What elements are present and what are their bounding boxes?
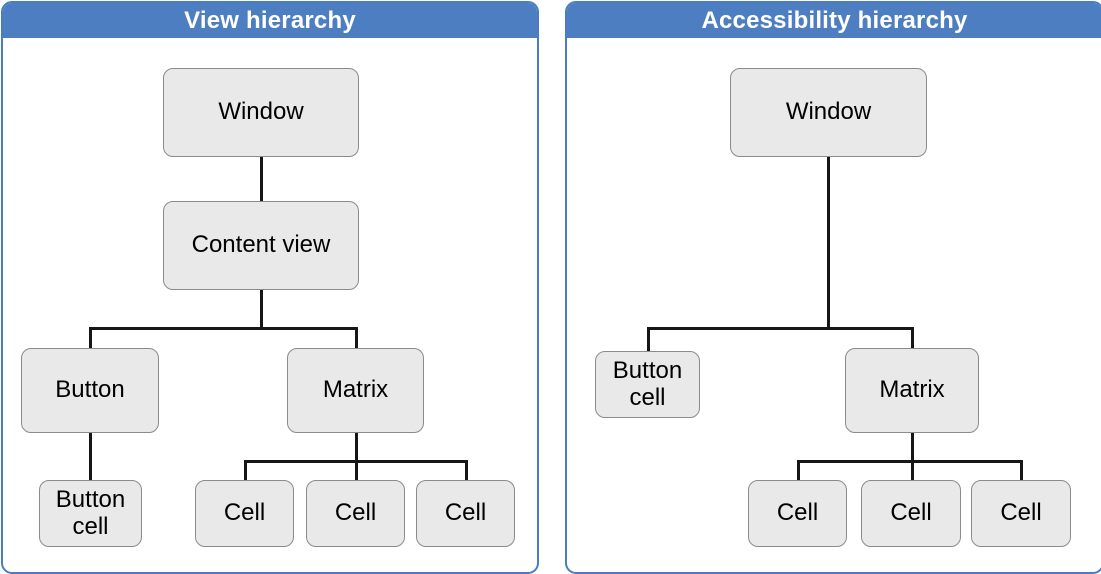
panel-accessibility-hierarchy-title: Accessibility hierarchy [701,6,968,34]
panel-view-hierarchy: View hierarchy Window Content view Butto… [1,1,539,574]
node-window: Window [730,68,927,157]
connector-matrix-cell2 [355,433,358,480]
connector-button-buttoncell [89,433,92,480]
node-cell: Cell [748,480,847,547]
node-cell: Cell [861,480,961,547]
connector-drop-matrix [911,327,914,348]
connector-contentview-stem [260,290,263,329]
node-matrix: Matrix [287,348,424,433]
connector-matrix-cell2 [911,433,914,480]
connector-drop-buttoncell [647,327,650,351]
panel-view-hierarchy-header: View hierarchy [3,3,537,38]
connector-window-stem [827,157,830,327]
connector-drop-cell1 [797,460,800,480]
connector-drop-cell3 [1020,460,1023,480]
node-cell: Cell [416,480,515,547]
connector-matrix-branch [244,460,467,463]
connector-window-branch [647,327,913,330]
node-cell: Cell [195,480,294,547]
node-matrix: Matrix [845,348,979,433]
node-button-cell: Button cell [595,351,700,418]
node-content-view: Content view [163,201,359,290]
panel-view-hierarchy-title: View hierarchy [184,6,356,34]
panel-accessibility-hierarchy-header: Accessibility hierarchy [567,3,1101,38]
connector-drop-button [89,327,92,348]
node-cell: Cell [971,480,1071,547]
connector-drop-cell3 [465,460,468,480]
connector-drop-cell1 [244,460,247,480]
panel-accessibility-hierarchy: Accessibility hierarchy Window Button ce… [565,1,1101,574]
connector-matrix-branch [797,460,1022,463]
node-button-cell: Button cell [39,480,142,547]
connector-contentview-branch [89,327,357,330]
connector-window-contentview [260,157,263,201]
node-button: Button [21,348,159,433]
node-cell: Cell [306,480,405,547]
connector-drop-matrix [355,327,358,348]
node-window: Window [163,68,359,157]
